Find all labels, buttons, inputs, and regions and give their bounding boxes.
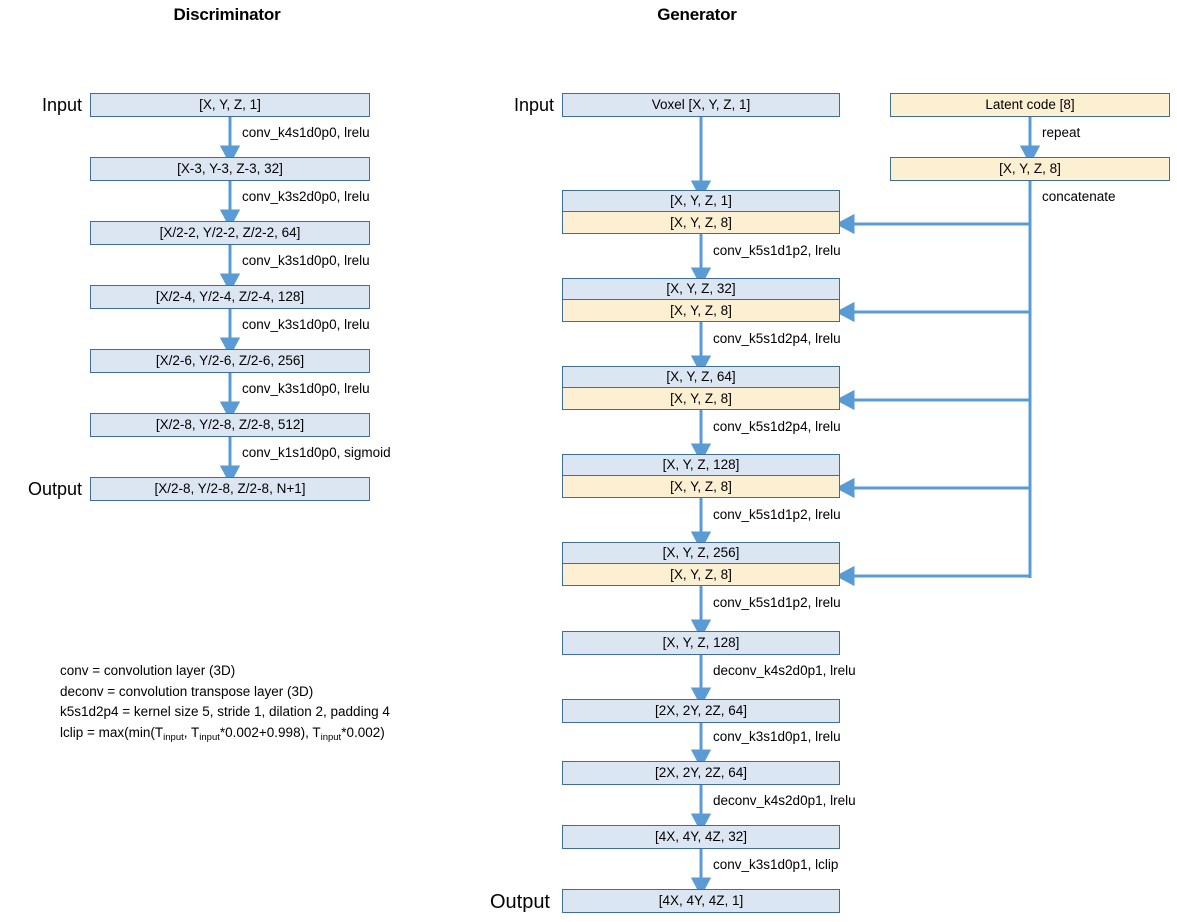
disc-edge-label-3: conv_k3s1d0p0, lrelu — [242, 253, 370, 268]
concatenate-label: concatenate — [1042, 189, 1116, 204]
disc-edge-label-2: conv_k3s2d0p0, lrelu — [242, 189, 370, 204]
gen-tail-edge-label-2: conv_k3s1d0p1, lrelu — [713, 729, 841, 744]
lclip-mid-1: , T — [183, 724, 200, 740]
legend-line-conv: conv = convolution layer (3D) — [60, 663, 236, 678]
legend-line-lclip: lclip = max(min(Tinput, Tinput*0.002+0.9… — [60, 723, 390, 746]
disc-edge-label-4: conv_k3s1d0p0, lrelu — [242, 317, 370, 332]
disc-box-input[interactable]: [X, Y, Z, 1] — [90, 93, 370, 117]
lclip-sub-3: input — [320, 731, 342, 743]
gen-stage-1-main[interactable]: [X, Y, Z, 1] — [562, 190, 840, 212]
gen-stage-1-latent[interactable]: [X, Y, Z, 8] — [562, 212, 840, 234]
gen-box-output[interactable]: [4X, 4Y, 4Z, 1] — [562, 889, 840, 913]
disc-box-1[interactable]: [X-3, Y-3, Z-3, 32] — [90, 157, 370, 181]
lclip-prefix: lclip = max(min(T — [60, 724, 164, 740]
gen-stage-5-edge-label: conv_k5s1d1p2, lrelu — [713, 595, 841, 610]
disc-box-3[interactable]: [X/2-4, Y/2-4, Z/2-4, 128] — [90, 285, 370, 309]
gen-stage-5-main[interactable]: [X, Y, Z, 256] — [562, 542, 840, 564]
generator-input-label: Input — [513, 95, 554, 115]
gen-tail-box-3[interactable]: [2X, 2Y, 2Z, 64] — [562, 761, 840, 785]
discriminator-input-label: Input — [41, 95, 82, 115]
gen-box-input-voxel[interactable]: Voxel [X, Y, Z, 1] — [562, 93, 840, 117]
gen-stage-2-latent[interactable]: [X, Y, Z, 8] — [562, 300, 840, 322]
latent-repeated-box[interactable]: [X, Y, Z, 8] — [890, 157, 1170, 181]
disc-box-2[interactable]: [X/2-2, Y/2-2, Z/2-2, 64] — [90, 221, 370, 245]
gen-stage-3-main[interactable]: [X, Y, Z, 64] — [562, 366, 840, 388]
disc-edge-label-6: conv_k1s1d0p0, sigmoid — [242, 445, 391, 460]
legend: conv = convolution layer (3D) deconv = c… — [60, 661, 390, 745]
gen-tail-edge-label-3: deconv_k4s2d0p1, lrelu — [713, 793, 856, 808]
disc-box-4[interactable]: [X/2-6, Y/2-6, Z/2-6, 256] — [90, 349, 370, 373]
disc-edge-label-5: conv_k3s1d0p0, lrelu — [242, 381, 370, 396]
generator-title: Generator — [657, 5, 737, 24]
gen-stage-2-edge-label: conv_k5s1d2p4, lrelu — [713, 331, 841, 346]
gen-stage-2-main[interactable]: [X, Y, Z, 32] — [562, 278, 840, 300]
gen-stage-5-latent[interactable]: [X, Y, Z, 8] — [562, 564, 840, 586]
lclip-sub-1: input — [163, 731, 184, 743]
lclip-mid-2: *0.002+0.998), T — [219, 724, 321, 740]
gen-stage-3-edge-label: conv_k5s1d2p4, lrelu — [713, 419, 841, 434]
disc-box-output[interactable]: [X/2-8, Y/2-8, Z/2-8, N+1] — [90, 477, 370, 501]
gen-tail-box-2[interactable]: [2X, 2Y, 2Z, 64] — [562, 699, 840, 723]
discriminator-title: Discriminator — [173, 5, 281, 24]
gen-stage-4-main[interactable]: [X, Y, Z, 128] — [562, 454, 840, 476]
gen-tail-edge-label-4: conv_k3s1d0p1, lclip — [713, 857, 839, 872]
discriminator-output-label: Output — [27, 479, 82, 499]
legend-line-deconv: deconv = convolution transpose layer (3D… — [60, 683, 314, 699]
lclip-sub-2: input — [199, 731, 220, 743]
gen-stage-3-latent[interactable]: [X, Y, Z, 8] — [562, 388, 840, 410]
gen-stage-4-edge-label: conv_k5s1d1p2, lrelu — [713, 507, 841, 522]
disc-box-5[interactable]: [X/2-8, Y/2-8, Z/2-8, 512] — [90, 413, 370, 437]
gen-tail-edge-label-1: deconv_k4s2d0p1, lrelu — [713, 663, 856, 678]
latent-repeat-label: repeat — [1042, 125, 1081, 140]
gen-tail-box-1[interactable]: [X, Y, Z, 128] — [562, 631, 840, 655]
latent-code-box[interactable]: Latent code [8] — [890, 93, 1170, 117]
gen-stage-4-latent[interactable]: [X, Y, Z, 8] — [562, 476, 840, 498]
gen-stage-1-edge-label: conv_k5s1d1p2, lrelu — [713, 243, 841, 258]
generator-output-label: Output — [489, 891, 550, 913]
gen-tail-box-4[interactable]: [4X, 4Y, 4Z, 32] — [562, 825, 840, 849]
disc-edge-label-1: conv_k4s1d0p0, lrelu — [242, 125, 370, 140]
legend-line-kernel: k5s1d2p4 = kernel size 5, stride 1, dila… — [60, 704, 390, 719]
lclip-suffix: *0.002) — [341, 724, 385, 740]
